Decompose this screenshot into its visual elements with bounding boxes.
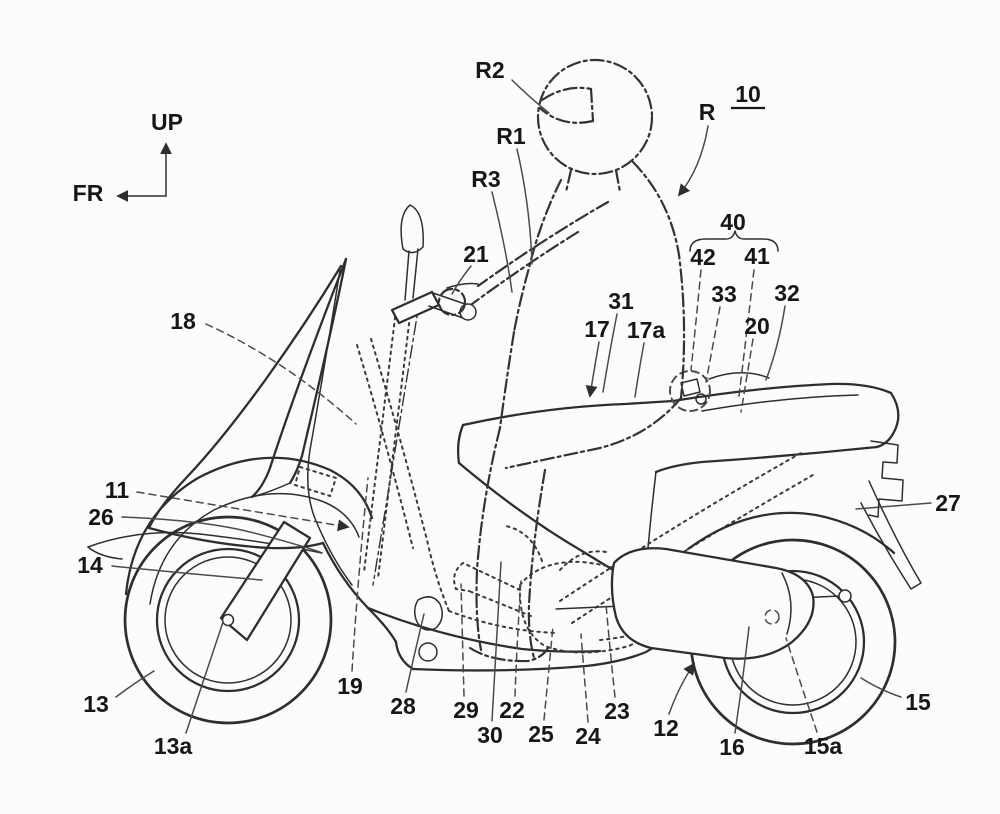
ref-label-r2: R2: [475, 57, 504, 83]
rider-chest: [512, 178, 563, 334]
leader-line-17: [585, 341, 600, 398]
helmet-visor: [540, 86, 593, 102]
leader-line-28: [405, 613, 425, 693]
rider-thigh: [504, 396, 683, 470]
rider-hand: [437, 287, 467, 317]
leader-line-25: [543, 625, 554, 721]
ref-label-r: R: [699, 99, 716, 125]
leader-line-32: [765, 305, 786, 381]
orientation-axes: [116, 142, 172, 202]
ref-label-29: 29: [453, 697, 479, 723]
ref-label-up: UP: [151, 109, 183, 135]
ref-label-28: 28: [390, 693, 416, 719]
ref-label-26: 26: [88, 504, 114, 530]
front-wheel: [123, 515, 333, 725]
ref-label-21: 21: [463, 241, 489, 267]
rider-back: [631, 160, 686, 400]
leader-line-29: [460, 583, 465, 697]
ref-label-15: 15: [905, 689, 931, 715]
front-fender: [87, 456, 374, 605]
leader-line-r2: [511, 79, 550, 114]
leader-line-20: [740, 338, 754, 413]
ref-label-20: 20: [744, 313, 770, 339]
ref-label-13: 13: [83, 691, 109, 717]
leader-line-26: [121, 516, 321, 553]
ref-label-11: 11: [105, 477, 130, 503]
ref-label-17a: 17a: [627, 317, 666, 343]
leader-line-41: [738, 269, 755, 397]
leader-line-r: [677, 125, 709, 197]
mirror: [400, 204, 424, 301]
leader-line-r1: [516, 148, 533, 265]
ref-label-32: 32: [774, 280, 800, 306]
leader-line-15: [860, 677, 902, 698]
leader-line-r3: [491, 191, 513, 293]
ref-label-17: 17: [584, 316, 610, 342]
leader-line-11: [136, 491, 350, 532]
ref-label-15a: 15a: [804, 733, 843, 759]
ref-label-40: 40: [720, 209, 746, 235]
ref-label-27: 27: [935, 490, 961, 516]
ref-label-14: 14: [77, 552, 103, 578]
ref-label-33: 33: [711, 281, 737, 307]
helmet: [536, 58, 654, 176]
ref-label-41: 41: [744, 243, 770, 269]
rider-foot: [468, 646, 550, 663]
ref-label-42: 42: [690, 244, 716, 270]
ref-label-19: 19: [337, 673, 363, 699]
leader-line-13a: [185, 621, 224, 734]
ref-label-31: 31: [608, 288, 634, 314]
leader-line-15a: [785, 637, 818, 733]
leader-line-42: [690, 269, 702, 371]
rider-outline: [437, 58, 686, 663]
backrest-module: [669, 370, 770, 412]
ref-label-16: 16: [719, 734, 745, 760]
leader-line-21: [451, 265, 472, 295]
leader-line-17a: [634, 342, 645, 398]
ref-label-r3: R3: [471, 166, 500, 192]
ref-label-23: 23: [604, 698, 630, 724]
leader-line-24: [580, 633, 589, 723]
front-fork: [219, 297, 421, 642]
leader-line-13: [115, 670, 155, 698]
leader-line-18: [205, 323, 357, 425]
vehicle-outline: [87, 204, 922, 746]
rear-fender: [686, 440, 922, 590]
leader-line-30: [491, 561, 502, 722]
ref-label-12: 12: [653, 715, 679, 741]
frame-hidden-lines: [356, 338, 814, 634]
ref-label-13a: 13a: [154, 733, 193, 759]
leader-line-23: [605, 603, 616, 698]
ref-label-18: 18: [170, 308, 196, 334]
leader-line-31: [602, 313, 618, 393]
leader-line-12: [668, 662, 696, 715]
ref-label-24: 24: [575, 723, 601, 749]
windscreen: [250, 257, 348, 499]
rider-arm: [476, 200, 610, 288]
ref-label-10: 10: [735, 81, 761, 107]
leader-line-33: [705, 306, 721, 383]
muffler-swingarm: [555, 547, 852, 660]
ref-label-r1: R1: [496, 123, 526, 149]
group-40-brace: [689, 230, 779, 252]
ref-label-25: 25: [528, 721, 554, 747]
ref-label-30: 30: [477, 722, 503, 748]
ref-label-fr: FR: [73, 180, 104, 206]
leader-line-27: [855, 502, 932, 510]
leader-line-22: [514, 579, 522, 697]
rider-leg: [475, 426, 502, 652]
leader-line-14: [111, 565, 263, 581]
leader-line-19: [351, 477, 369, 672]
leader-line-16: [734, 626, 750, 734]
ref-label-22: 22: [499, 697, 525, 723]
